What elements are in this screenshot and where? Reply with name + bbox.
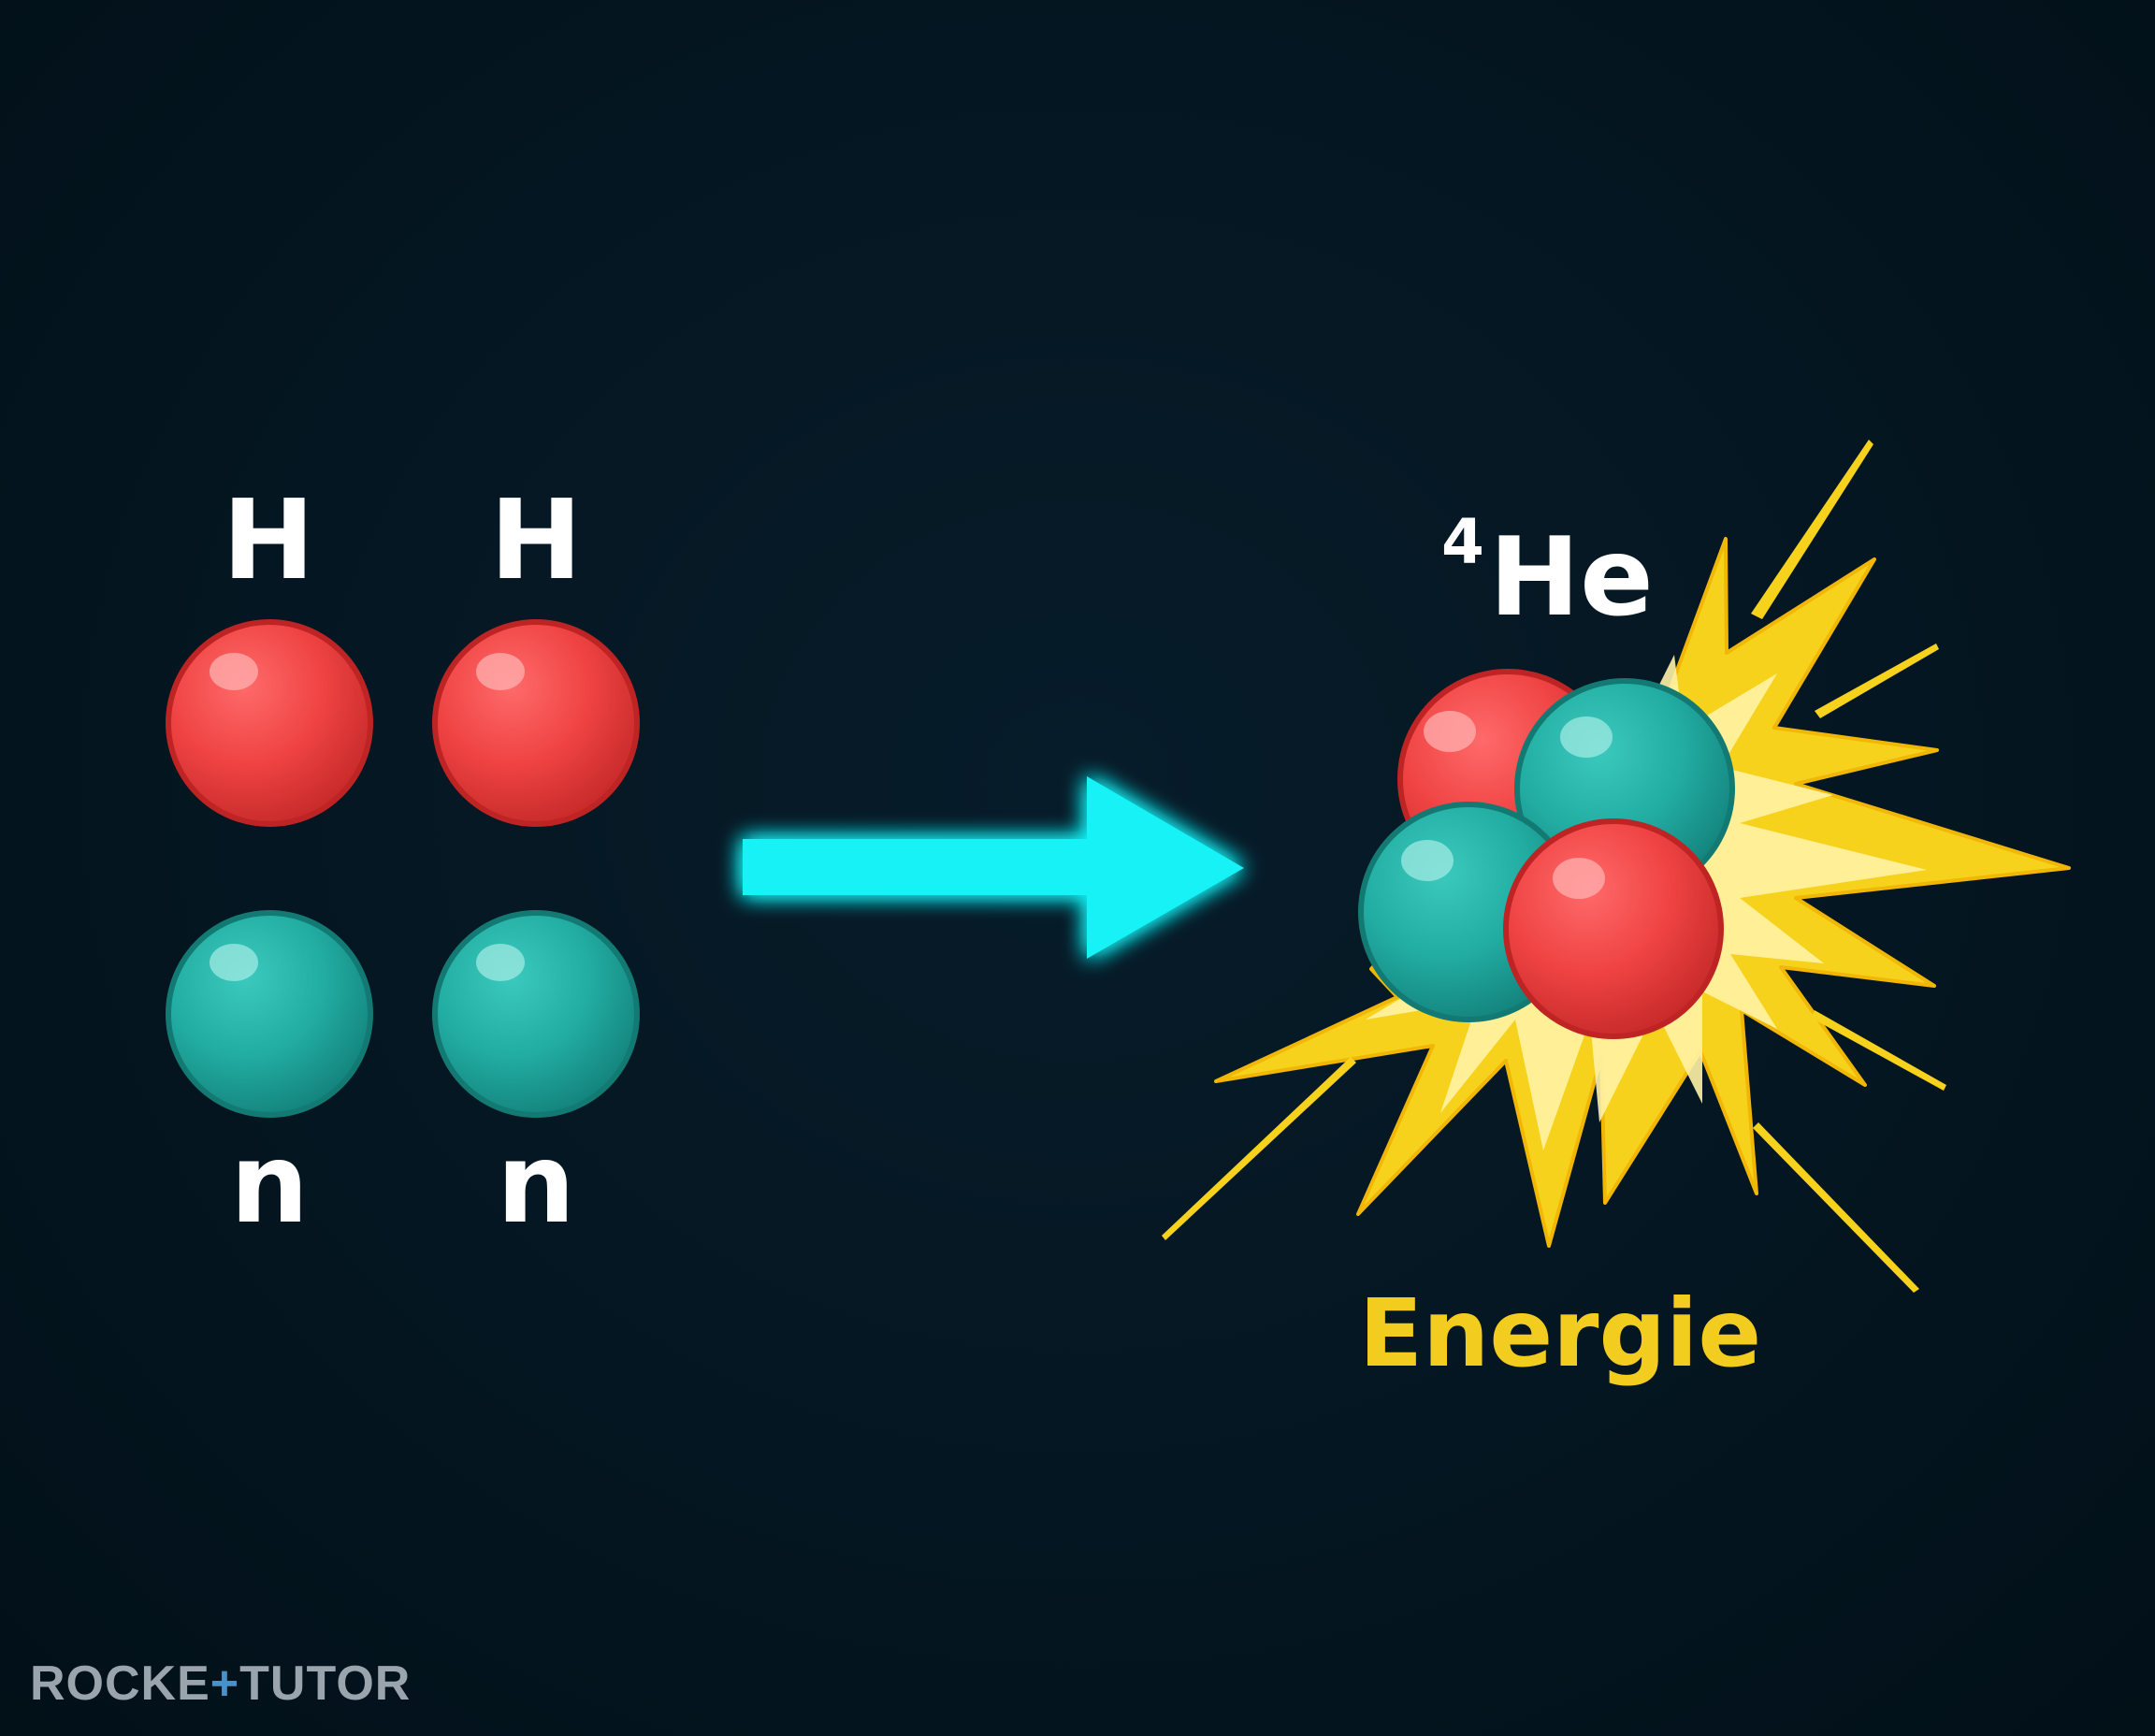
logo-part-3: R — [374, 1656, 412, 1711]
proton-label-2: H — [490, 475, 583, 604]
helium-mass-number: 4 — [1441, 506, 1484, 578]
neutron-label-1: n — [230, 1119, 309, 1248]
logo-plus: + — [210, 1656, 240, 1711]
proton-sphere-4 — [1503, 818, 1724, 1039]
reaction-arrow — [743, 776, 1244, 959]
proton-sphere-2 — [432, 619, 640, 827]
neutron-sphere-2 — [432, 910, 640, 1118]
neutron-sphere-1 — [166, 910, 373, 1118]
energy-label: Energie — [1359, 1279, 1761, 1388]
logo-part-1: ROCKE — [30, 1656, 210, 1711]
neutron-label-2: n — [497, 1119, 575, 1248]
proton-label-1: H — [223, 475, 315, 604]
brand-logo: ROCKE+TUTOR — [30, 1656, 411, 1712]
logo-part-2: TUTO — [239, 1656, 375, 1711]
proton-sphere-1 — [166, 619, 373, 827]
helium-symbol: He — [1489, 514, 1654, 641]
